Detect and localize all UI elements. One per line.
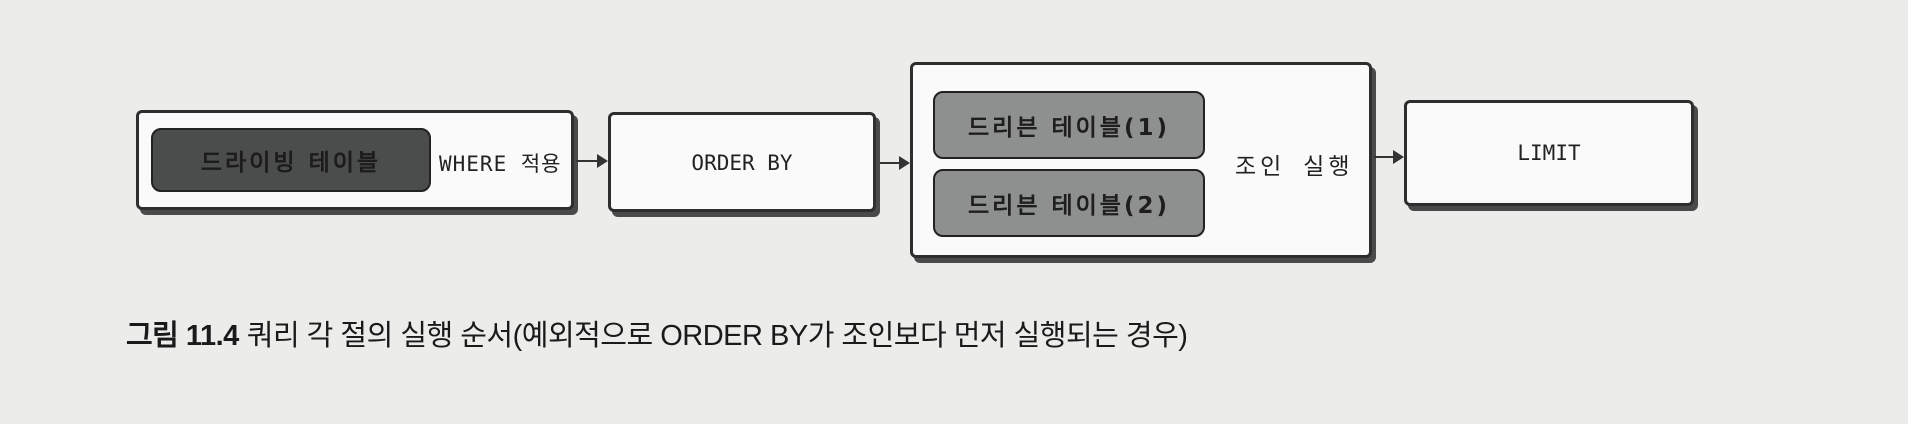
arrow-orderby-to-join	[880, 156, 910, 170]
limit-stage: LIMIT	[1404, 100, 1694, 206]
driven-table-2-block: 드리븐 테이블(2)	[933, 169, 1205, 237]
order-by-stage: ORDER BY	[608, 112, 876, 212]
driving-table-label: 드라이빙 테이블	[200, 150, 382, 176]
caption-text: 쿼리 각 절의 실행 순서(예외적으로 ORDER BY가 조인보다 먼저 실행…	[246, 320, 1188, 352]
query-execution-order-diagram: 드라이빙 테이블 WHERE 적용 ORDER BY 드리븐 테이블(1) 드리…	[136, 62, 1694, 258]
driven-table-2-label: 드리븐 테이블(2)	[968, 193, 1170, 219]
driving-table-stage: 드라이빙 테이블 WHERE 적용	[136, 110, 574, 210]
driving-table-block: 드라이빙 테이블	[151, 128, 431, 192]
arrow-where-to-orderby	[576, 154, 608, 168]
arrow-join-to-limit	[1374, 150, 1404, 164]
order-by-label: ORDER BY	[691, 151, 793, 175]
where-label: WHERE 적용	[439, 152, 562, 176]
limit-label: LIMIT	[1517, 141, 1581, 165]
driven-table-1-block: 드리븐 테이블(1)	[933, 91, 1205, 159]
figure-number: 그림 11.4	[126, 320, 239, 352]
join-label: 조인 실행	[1235, 154, 1354, 180]
driven-table-1-label: 드리븐 테이블(1)	[968, 115, 1170, 141]
join-stage: 드리븐 테이블(1) 드리븐 테이블(2) 조인 실행	[910, 62, 1372, 258]
